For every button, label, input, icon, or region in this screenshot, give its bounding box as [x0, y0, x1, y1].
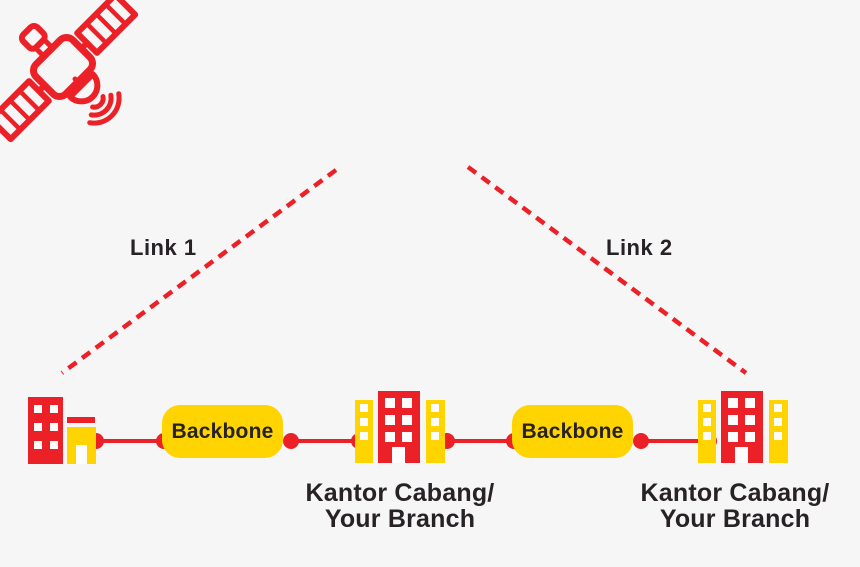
satellite-icon [0, 0, 139, 143]
building-windows [774, 404, 782, 440]
branch2-buildings-icon [698, 391, 788, 463]
branch1-label: Kantor Cabang/ Your Branch [280, 480, 520, 532]
head-office-buildings-icon [28, 391, 104, 464]
yellow-building-right [769, 400, 788, 463]
red-building-center [378, 391, 420, 463]
yellow-building-left [355, 400, 373, 463]
link1-dashed-line [60, 168, 338, 375]
yellow-annex-building [67, 427, 96, 464]
building-windows [703, 404, 711, 440]
branch1-label-line1: Kantor Cabang/ [305, 479, 495, 507]
branch2-label-line2: Your Branch [659, 505, 811, 533]
link1-label: Link 1 [130, 235, 197, 260]
building-door [76, 445, 87, 464]
backbone-pill-1: Backbone [162, 405, 283, 458]
yellow-building-right [426, 400, 445, 463]
node-dot [633, 433, 649, 449]
building-windows [431, 404, 439, 440]
branch2-label-line1: Kantor Cabang/ [640, 479, 830, 507]
branch1-buildings-icon [355, 391, 445, 463]
building-door [735, 447, 748, 463]
branch2-label: Kantor Cabang/ Your Branch [615, 480, 855, 532]
node-dot [283, 433, 299, 449]
building-windows [385, 398, 412, 442]
link2-label: Link 2 [606, 235, 673, 260]
annex-roof [67, 417, 95, 423]
backbone-pill-2: Backbone [512, 405, 633, 458]
yellow-building-left [698, 400, 716, 463]
building-windows [728, 398, 755, 442]
link2-dashed-line [466, 165, 748, 375]
branch1-label-line2: Your Branch [324, 505, 476, 533]
red-building [28, 397, 63, 464]
building-door [392, 447, 405, 463]
building-windows [360, 404, 368, 440]
red-building-center [721, 391, 763, 463]
building-windows [34, 405, 58, 449]
